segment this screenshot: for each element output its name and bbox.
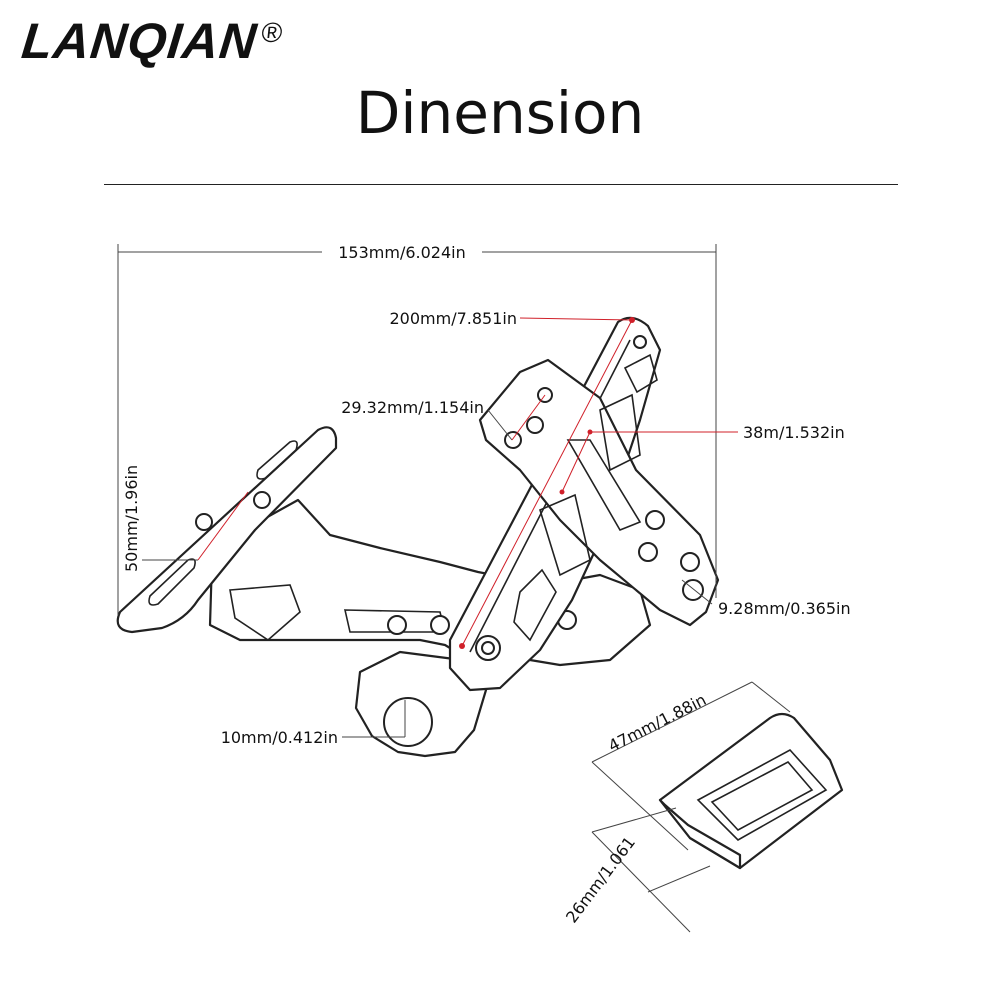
block-side [658,798,742,870]
block-height-ext-top [591,807,677,833]
block-length-dim [591,681,753,763]
body-window [229,584,301,642]
block-height-dim [591,831,691,933]
diagonal-label: 200mm/7.851in [390,309,518,328]
diagonal-dim-line [461,319,633,647]
side-slot-end-bottom [559,489,565,495]
left-plate-slot-bottom [148,558,196,606]
clamp-hole [383,697,433,747]
plate-height-label: 50mm/1.96in [122,465,141,572]
arm-pivot-bolt-inner [481,641,495,655]
slot-spacing-label: 29.32mm/1.154in [341,398,484,417]
right-plate-hole-4 [645,510,665,530]
side-slot-label: 38m/1.532in [743,423,845,442]
width-label: 153mm/6.024in [338,243,466,262]
arm-slot-middle [566,439,642,532]
right-plate-hole-5 [638,542,658,562]
side-slot-dim [561,431,591,493]
block-length-extension [591,761,689,851]
diagonal-leader [519,317,633,321]
body-bolt-1 [387,615,407,635]
right-plate-hole-2 [526,416,544,434]
block-length-label: 47mm/1.88in [605,690,709,756]
block-window [696,748,828,841]
dimension-lines [117,244,738,738]
slot-spacing-leader [487,409,513,441]
title-divider [104,184,898,185]
right-plate-hole-6 [680,552,700,572]
page-title: Dinension [355,79,645,147]
body-bolt-2 [430,615,450,635]
plate-height-dim [197,491,249,561]
arm-window [513,568,557,642]
arm-top-hole [633,335,647,349]
block-height-ext-bottom [647,865,711,893]
side-slot-end-top [587,429,593,435]
bracket-drawing [116,316,720,758]
slot-spacing-dim [511,394,546,441]
diagonal-end-bottom [459,643,465,649]
block-window-inner [710,760,814,831]
small-hole-leader [681,579,713,605]
block-top [658,712,844,870]
block-height-label: 26mm/1.061 [562,833,639,926]
block-length-ext-right [751,681,791,713]
small-hole-label: 9.28mm/0.365in [718,599,851,618]
arm-slot-upper [599,393,641,472]
left-plate-slot-top [256,440,298,480]
arm-slot-lower [539,493,591,577]
clamp-hole-label: 10mm/0.412in [221,728,338,747]
diagonal-end-top [629,317,635,323]
left-plate-hole-1 [253,491,271,509]
left-plate [116,426,338,634]
rubber-block-drawing [591,681,844,933]
left-plate-hole-2 [195,513,213,531]
arm-top-notch [623,353,658,394]
